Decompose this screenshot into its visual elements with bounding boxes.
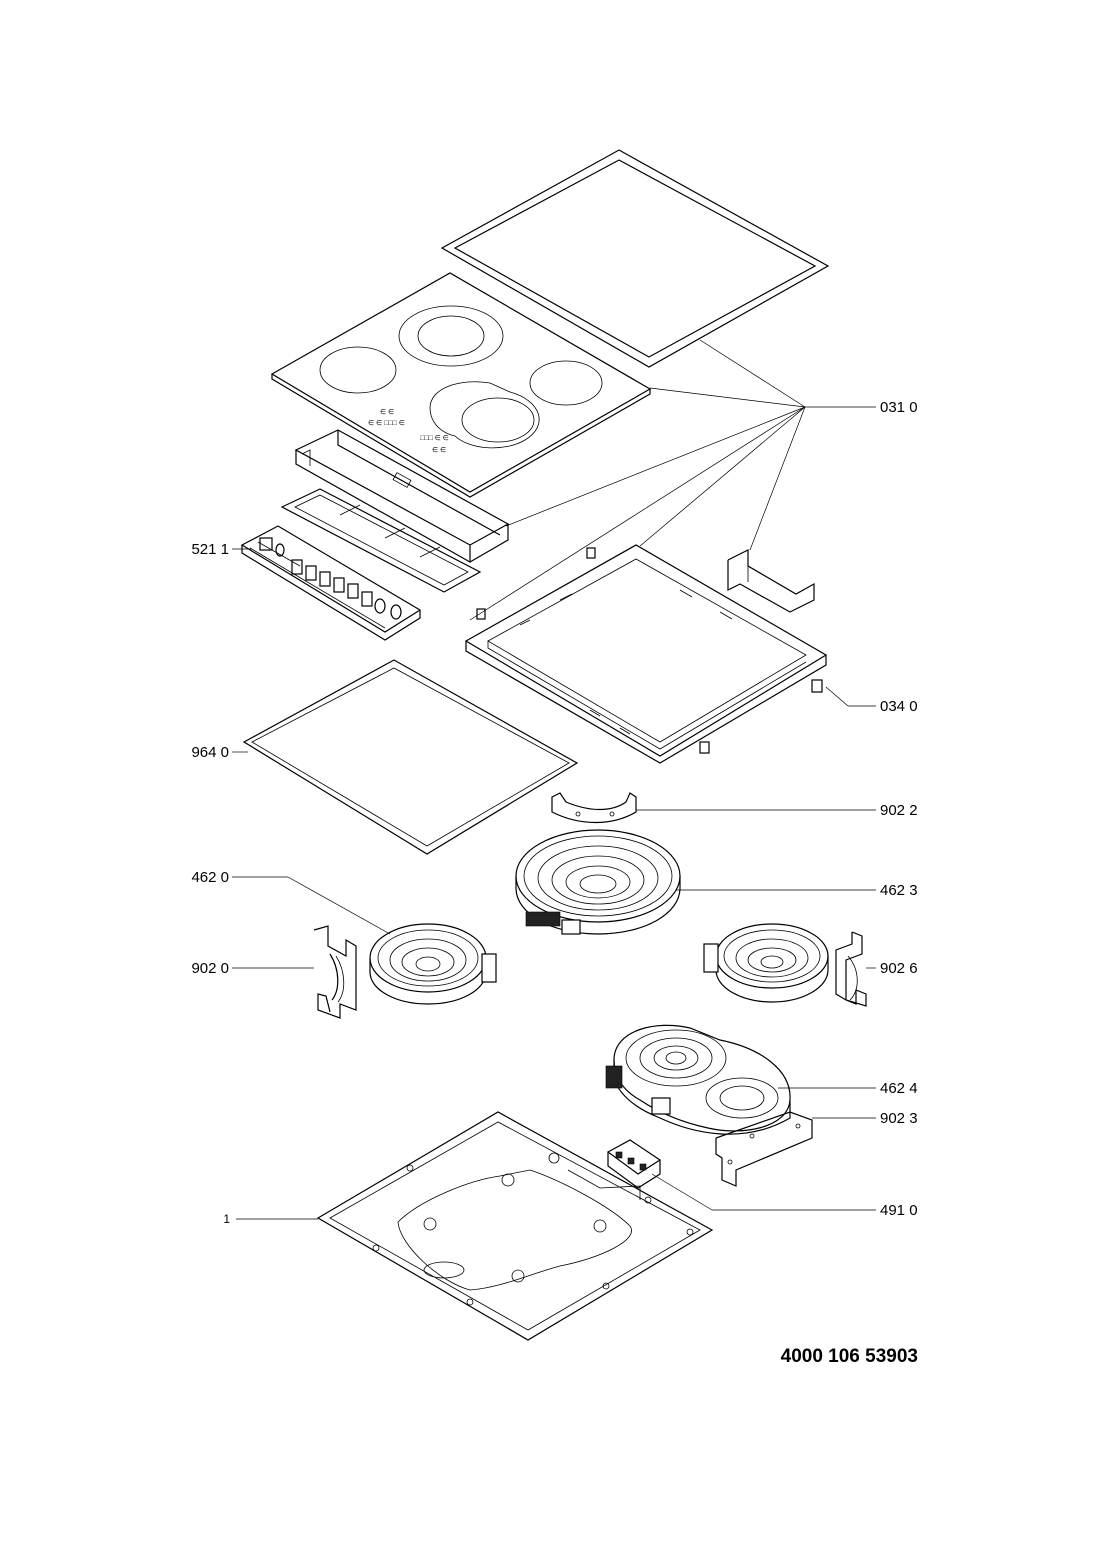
- label-4620: 462 0: [191, 869, 229, 886]
- heater-dual-4624: [605, 1024, 791, 1135]
- glass-ceramic-top: ∈ ∈ ∈ ∈ □□□ ∈ □□□ ∈ ∈ ∈ ∈: [270, 272, 652, 498]
- bottom-tray: [316, 1111, 714, 1341]
- touch-carrier-frame: [280, 488, 482, 593]
- part-labels: 031 0 521 1 034 0 964 0 902 2 462 0 462 …: [191, 399, 917, 1226]
- svg-text:∈ ∈: ∈ ∈: [380, 409, 394, 416]
- svg-text:∈ ∈ □□□ ∈: ∈ ∈ □□□ ∈: [368, 420, 405, 427]
- terminal-block-4910: [606, 1139, 662, 1189]
- insulation-gasket: [242, 659, 579, 855]
- svg-text:∈ ∈: ∈ ∈: [432, 447, 446, 454]
- control-panel-housing: [294, 429, 510, 564]
- bracket-9026: [835, 931, 867, 1007]
- label-9020: 902 0: [191, 960, 229, 977]
- heater-right: [703, 923, 829, 1003]
- label-0340: 034 0: [880, 698, 918, 715]
- label-5211: 521 1: [191, 541, 229, 558]
- label-9640: 964 0: [191, 744, 229, 761]
- label-0310: 031 0: [880, 399, 918, 416]
- touch-control-symbols: ∈ ∈ ∈ ∈ □□□ ∈ □□□ ∈ ∈ ∈ ∈: [368, 409, 449, 454]
- leader-lines: [232, 339, 876, 1220]
- support-frame: [464, 544, 828, 764]
- bracket-9023: [715, 1111, 813, 1187]
- label-4623: 462 3: [880, 882, 918, 899]
- label-9026: 902 6: [880, 960, 918, 977]
- label-1: 1: [223, 1212, 230, 1226]
- label-4624: 462 4: [880, 1080, 918, 1097]
- control-board: [240, 525, 422, 641]
- bracket-9020: [313, 925, 357, 1019]
- label-9022: 902 2: [880, 802, 918, 819]
- label-9023: 902 3: [880, 1110, 918, 1127]
- bracket-9022: [551, 792, 637, 824]
- label-4910: 491 0: [880, 1202, 918, 1219]
- side-bracket: [727, 549, 815, 613]
- document-number: 4000 106 53903: [781, 1346, 918, 1367]
- svg-text:□□□ ∈ ∈: □□□ ∈ ∈: [420, 435, 449, 442]
- heater-left-4620: [369, 923, 497, 1005]
- heater-large-4623: [515, 829, 681, 935]
- top-gasket-frame: [440, 149, 830, 368]
